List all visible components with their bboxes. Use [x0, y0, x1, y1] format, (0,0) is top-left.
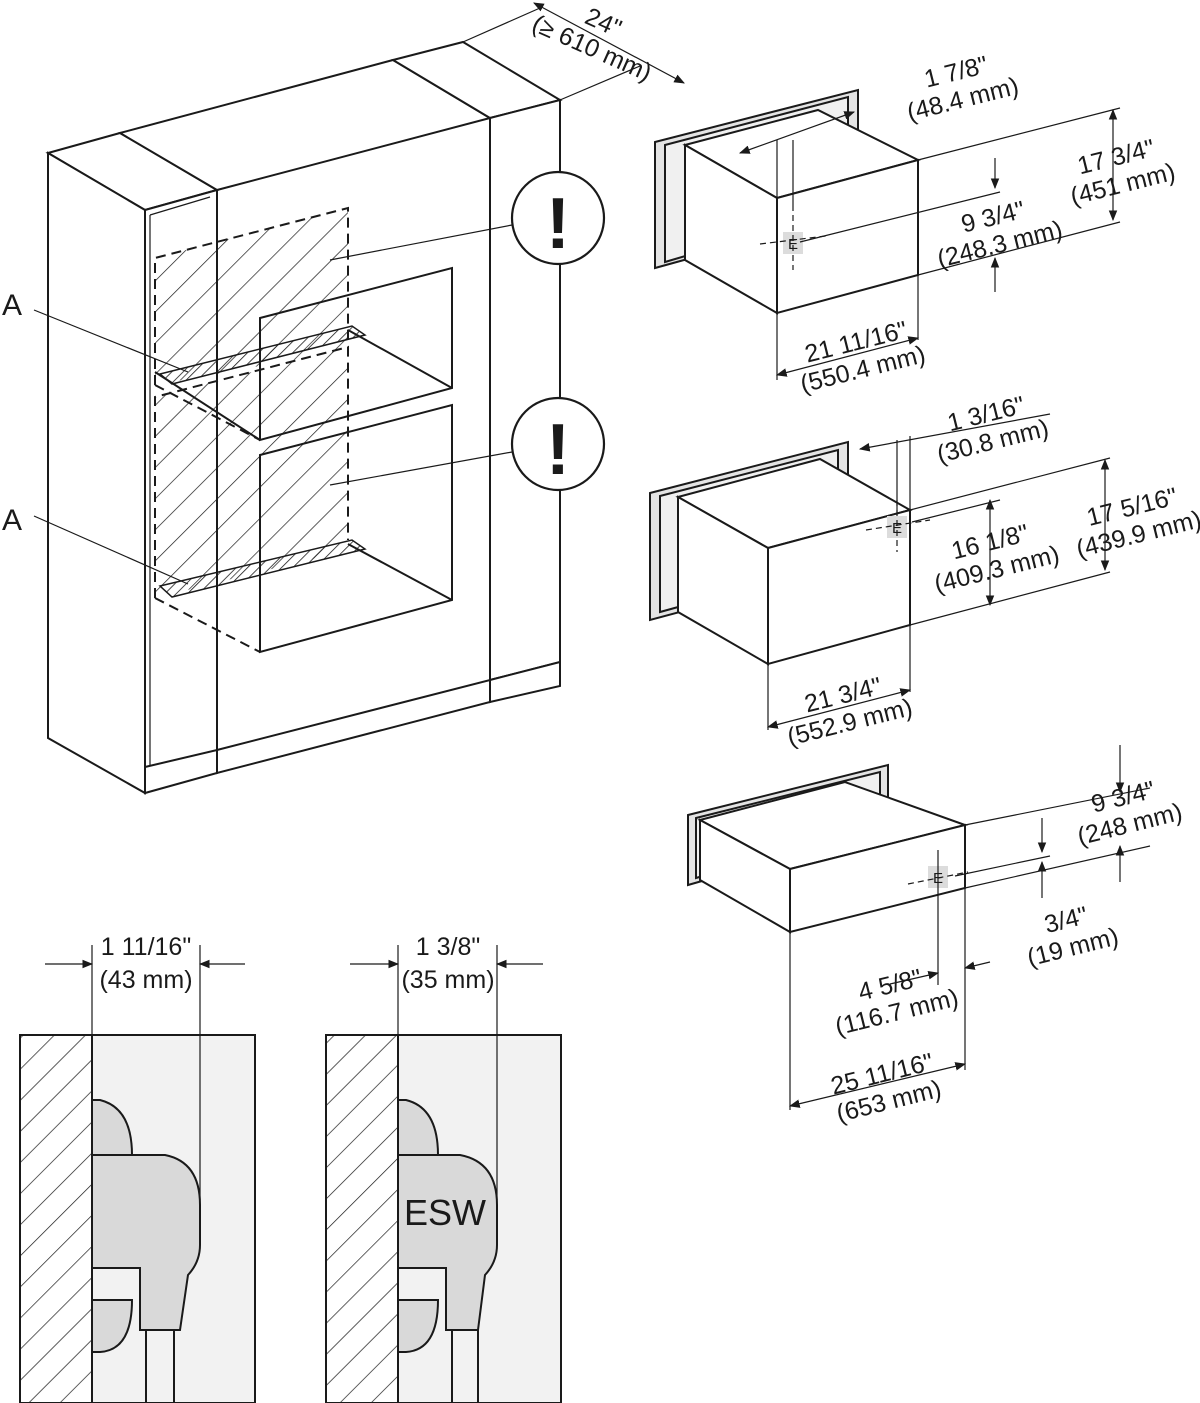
- left-cabinet-side: [47, 151, 146, 795]
- detail-2-plug: [397, 1154, 498, 1331]
- upper-vent-strip: [158, 325, 367, 385]
- unit-1-e-marker: [783, 232, 803, 254]
- plug-detail-2: ESW 1 3/8" (35 mm): [325, 933, 562, 1403]
- warning-icon-upper: [510, 170, 606, 266]
- svg-text:E: E: [892, 520, 902, 537]
- unit-2-e-marker: [887, 516, 907, 538]
- unit-1-drawing: E 1 7/8" (48.4 mm) 17 3/4" (451 mm) 9 3/…: [654, 51, 1178, 398]
- warning-symbol-lower: !: [546, 410, 570, 490]
- detail-1-mm: (43 mm): [99, 966, 192, 994]
- esw-label: ESW: [404, 1192, 486, 1233]
- detail-1-wall: [19, 1034, 93, 1403]
- unit-3-drawing: E 9 3/4" (248 mm) 3/4" (19 mm) 4 5/8" (1…: [687, 745, 1185, 1128]
- middle-plinth: [216, 678, 491, 775]
- detail-1-inch: 1 11/16": [101, 933, 191, 961]
- unit-2-drawing: E 1 3/16" (30.8 mm) 17 5/16" (439.9 mm) …: [649, 391, 1200, 751]
- marker-a-lower: A: [2, 504, 22, 537]
- cabinet-drawing: A A ! ! 24" (≥ 610 mm): [2, 2, 685, 795]
- lower-vent-strip: [158, 539, 367, 598]
- svg-text:E: E: [788, 236, 798, 253]
- detail-2-mm: (35 mm): [401, 966, 494, 994]
- detail-1-plug: [91, 1154, 201, 1331]
- warning-icon-lower: [510, 396, 606, 492]
- marker-a-upper: A: [2, 289, 22, 322]
- plug-detail-1: 1 11/16" (43 mm): [19, 933, 256, 1403]
- warning-symbol-upper: !: [546, 184, 570, 264]
- detail-2-wall: [325, 1034, 399, 1403]
- detail-2-inch: 1 3/8": [416, 933, 480, 961]
